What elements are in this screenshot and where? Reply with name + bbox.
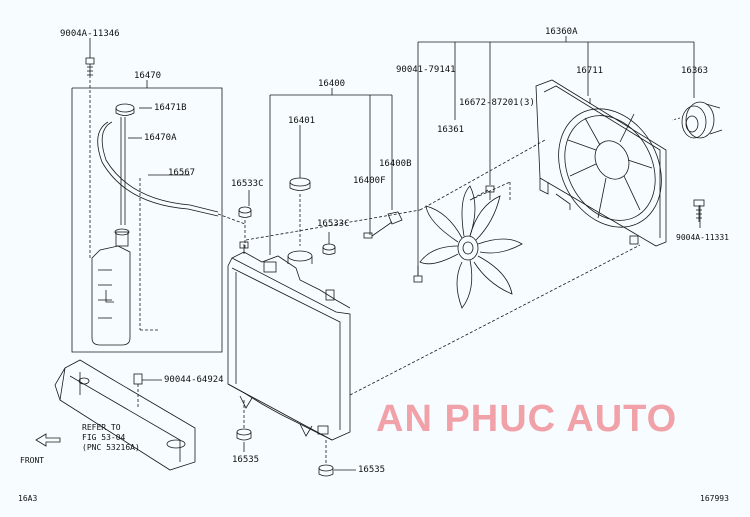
- bolt-90041-79141-drawing: [413, 266, 423, 283]
- callout-9004a-11346: 9004A-11346: [60, 29, 120, 39]
- support-member-drawing: [54, 359, 196, 471]
- fan-callout-lines: [417, 36, 701, 275]
- reference-line-3: (PNC 53216A): [82, 443, 140, 452]
- footer-right-code: 167993: [700, 494, 729, 503]
- reservoir-tank-drawing: [91, 228, 131, 346]
- assembly-guide-lines: [245, 139, 641, 396]
- callout-16400f: 16400F: [353, 176, 386, 186]
- grommet-16535-right: [318, 440, 356, 477]
- callout-16363: 16363: [681, 66, 709, 76]
- grommet-16533c-left: [238, 206, 252, 248]
- callout-16535-left: 16535: [232, 455, 260, 465]
- radiator-cap-drawing: [289, 177, 311, 246]
- fan-blade-drawing: [419, 185, 523, 309]
- callout-16533c-left: 16533C: [231, 179, 264, 189]
- reference-note: REFER TO FIG 53-04 (PNC 53216A): [82, 423, 140, 453]
- fan-shroud-drawing: [535, 79, 667, 247]
- bolt-9004a-11331-drawing: [693, 199, 705, 222]
- callout-16672-87201: 16672-87201(3): [459, 98, 535, 108]
- reservoir-cap-drawing: [115, 103, 135, 225]
- front-label: FRONT: [20, 456, 45, 465]
- front-arrow-icon: [35, 433, 61, 447]
- fan-motor-drawing: [671, 101, 723, 139]
- bolt-9004a-11346-drawing: [85, 57, 95, 260]
- drain-plug-drawing: [363, 211, 403, 239]
- callout-16470a: 16470A: [144, 133, 177, 143]
- footer-left-code: 16A3: [18, 494, 38, 503]
- watermark: AN PHUC AUTO: [376, 398, 678, 440]
- callout-16535-right: 16535: [358, 465, 386, 475]
- callout-16533c-right: 16533C: [317, 219, 350, 229]
- callout-16361: 16361: [437, 125, 465, 135]
- clip-drawing: [133, 373, 162, 408]
- callout-16470: 16470: [134, 71, 162, 81]
- callout-9004a-11331: 9004A-11331: [676, 233, 729, 242]
- screw-16672-drawing: [485, 185, 495, 200]
- grommet-16533c-right: [322, 243, 336, 255]
- overflow-hose-drawing: [97, 121, 246, 331]
- callout-16711: 16711: [576, 66, 604, 76]
- reservoir-callout-lines: [71, 38, 223, 353]
- callout-16360a: 16360A: [545, 27, 578, 37]
- reference-line-2: FIG 53-04: [82, 433, 126, 442]
- reference-line-1: REFER TO: [82, 423, 121, 432]
- callout-90041-79141: 90041-79141: [396, 65, 456, 75]
- callout-16401: 16401: [288, 116, 316, 126]
- callout-90044-64924: 90044-64924: [164, 375, 224, 385]
- callout-16567: 16567: [168, 168, 196, 178]
- callout-16400b: 16400B: [379, 159, 412, 169]
- radiator-core-drawing: [227, 241, 351, 441]
- radiator-callout-lines: [248, 88, 393, 255]
- grommet-16535-left: [236, 400, 252, 452]
- callout-16471b: 16471B: [154, 103, 187, 113]
- callout-16400: 16400: [318, 79, 346, 89]
